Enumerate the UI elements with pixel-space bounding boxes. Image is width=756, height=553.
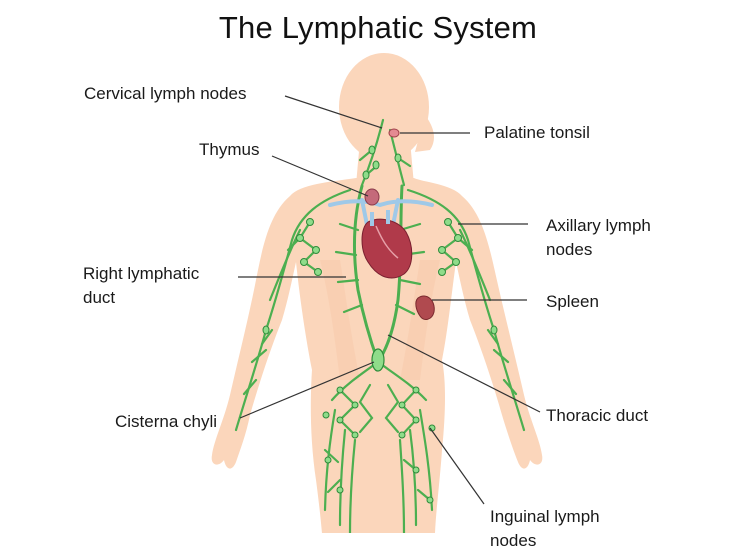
spleen-organ bbox=[415, 295, 435, 320]
label-right-lymphatic-duct-line1: Right lymphatic bbox=[83, 264, 200, 283]
palatine-tonsil-organ bbox=[388, 128, 400, 138]
label-spleen: Spleen bbox=[546, 292, 599, 311]
lymph-vessels bbox=[234, 118, 526, 533]
label-axillary-lymph-nodes-line1: Axillary lymph bbox=[546, 216, 651, 235]
label-thymus: Thymus bbox=[199, 140, 260, 159]
lymphatic-diagram bbox=[211, 53, 543, 533]
label-cervical-lymph-nodes: Cervical lymph nodes bbox=[84, 84, 247, 103]
thymus-organ bbox=[364, 188, 380, 206]
label-right-lymphatic-duct-line2: duct bbox=[83, 288, 116, 307]
leader-lines bbox=[238, 95, 541, 505]
label-thoracic-duct: Thoracic duct bbox=[546, 406, 649, 425]
heart-organ bbox=[361, 210, 413, 279]
label-cisterna-chyli: Cisterna chyli bbox=[115, 412, 218, 431]
label-palatine-tonsil: Palatine tonsil bbox=[484, 123, 590, 142]
label-inguinal-lymph-nodes-line1: Inguinal lymph bbox=[490, 507, 600, 526]
diagram-title: The Lymphatic System bbox=[218, 10, 538, 45]
lymph-nodes bbox=[262, 145, 498, 504]
label-axillary-lymph-nodes-line2: nodes bbox=[546, 240, 593, 259]
cisterna-chyli-organ bbox=[371, 348, 385, 372]
